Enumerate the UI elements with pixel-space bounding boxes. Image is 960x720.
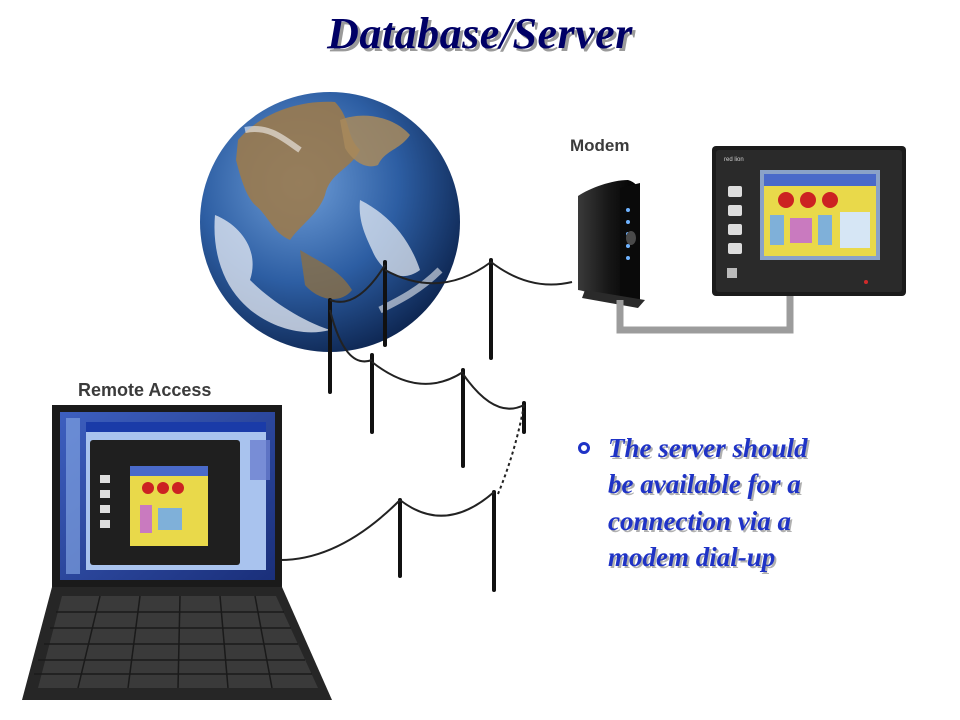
earth-globe-icon (200, 92, 460, 352)
bullet-text: The server should be available for a con… (608, 433, 808, 573)
hmi-panel-icon: red lion (712, 146, 906, 296)
slide-title: Database/Server (327, 9, 633, 58)
remote-access-label: Remote Access (78, 380, 212, 400)
modem-label: Modem (570, 136, 630, 155)
modem-icon (578, 180, 645, 308)
hmi-brand-text: red lion (724, 157, 744, 163)
phone-line-wires (279, 261, 573, 561)
bullet-marker-icon (578, 442, 590, 454)
laptop-icon (22, 405, 332, 700)
modem-to-hmi-cable (616, 292, 794, 334)
